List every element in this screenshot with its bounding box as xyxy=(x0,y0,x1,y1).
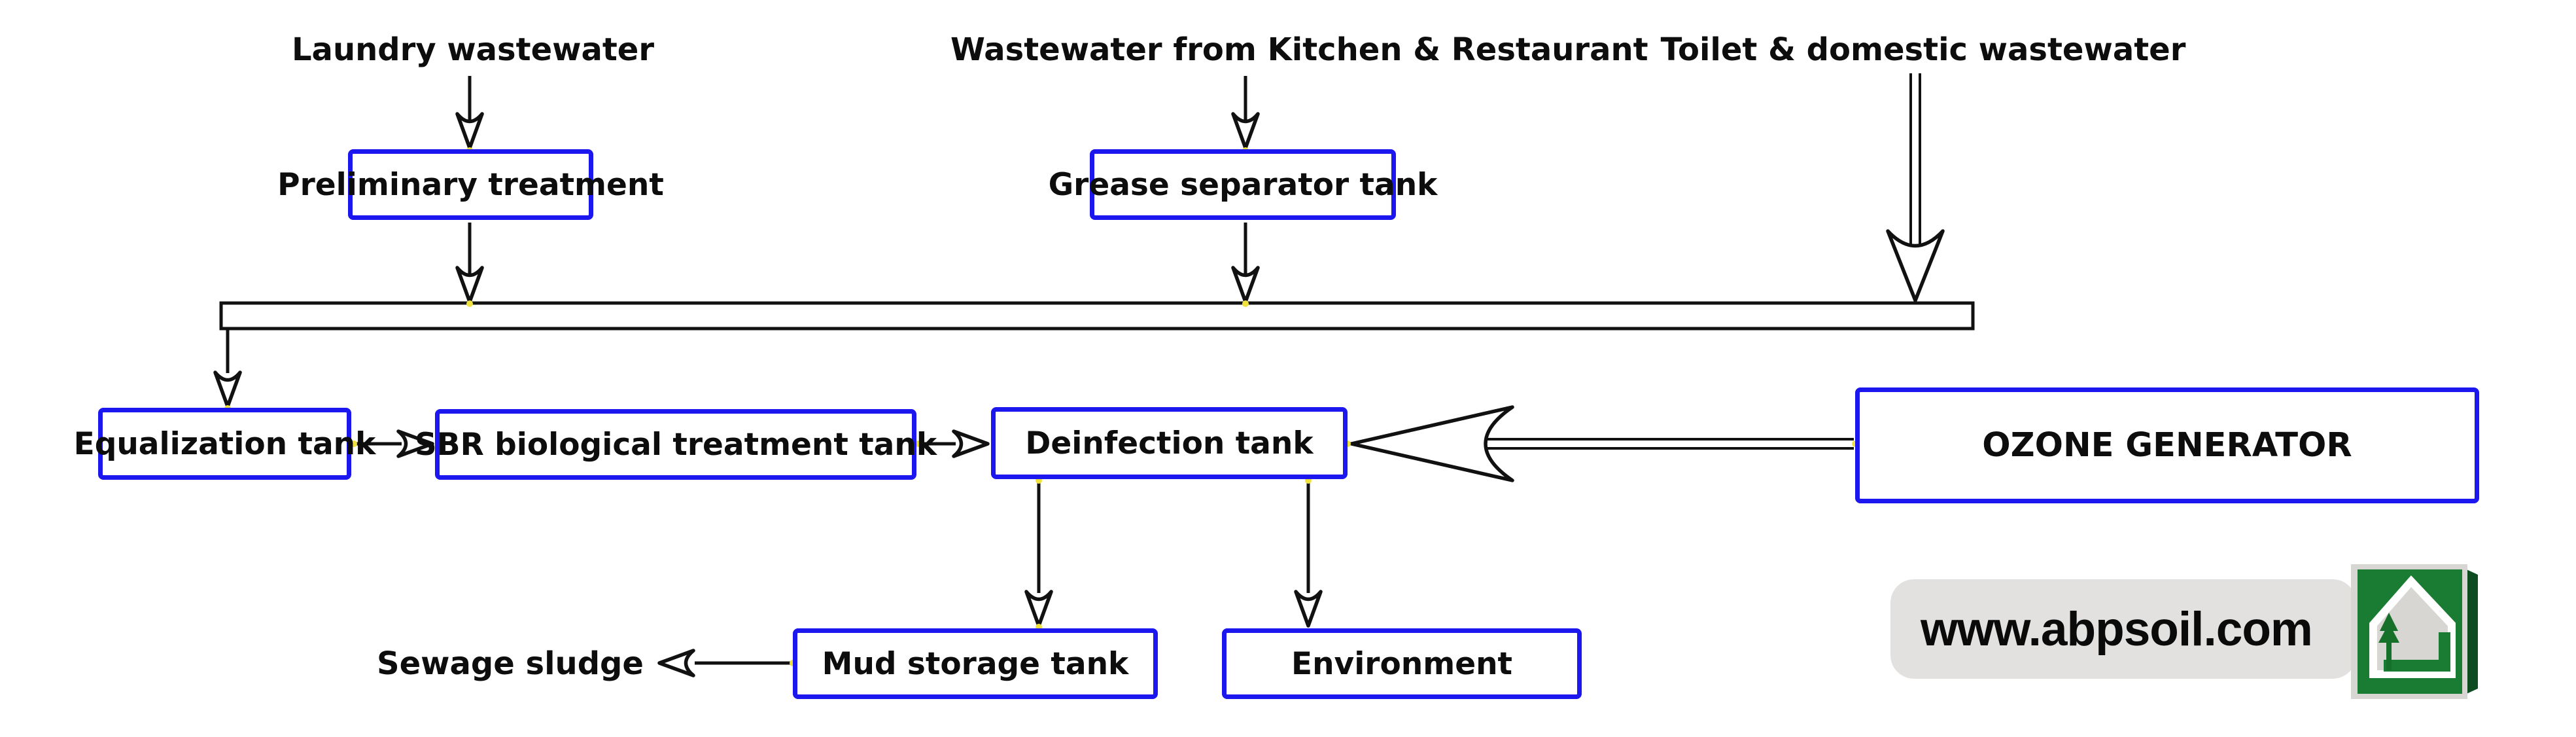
source-label-laundry: Laundry wastewater xyxy=(291,31,655,68)
source-label-toilet-domestic: Toilet & domestic wastewater xyxy=(1660,31,2186,68)
node-preliminary-treatment: Preliminary treatment xyxy=(277,149,664,220)
arrowhead-down-icon xyxy=(455,266,484,304)
arrowhead-down-icon xyxy=(213,370,242,408)
arrowhead-down-icon xyxy=(1231,266,1260,304)
arrow-ozone-to-deinfection xyxy=(1484,438,1854,450)
node-label: Preliminary treatment xyxy=(277,166,664,203)
arrowhead-down-icon xyxy=(1231,112,1260,150)
arrowhead-down-large-icon xyxy=(1886,229,1945,302)
node-grease-separator-tank: Grease separator tank xyxy=(1049,149,1437,220)
node-label: OZONE GENERATOR xyxy=(1982,426,2352,465)
node-label: Environment xyxy=(1291,645,1513,682)
node-label: SBR biological treatment tank xyxy=(414,426,937,463)
arrowhead-down-icon xyxy=(455,112,484,150)
arrow-toilet-to-pipe xyxy=(1909,73,1921,251)
arrowhead-left-large-icon xyxy=(1349,405,1514,482)
node-sbr-biological-treatment-tank: SBR biological treatment tank xyxy=(415,409,937,480)
watermark-url-pill: www.abpsoil.com xyxy=(1890,579,2356,679)
abpsoil-logo-icon xyxy=(2351,564,2478,699)
node-deinfection-tank: Deinfection tank xyxy=(991,407,1348,479)
node-mud-storage-tank: Mud storage tank xyxy=(793,628,1158,699)
node-ozone-generator: OZONE GENERATOR xyxy=(1855,387,2479,503)
watermark-url-text: www.abpsoil.com xyxy=(1921,602,2313,656)
node-environment: Environment xyxy=(1222,628,1582,699)
arrowhead-right-icon xyxy=(952,429,990,458)
node-equalization-tank: Equalization tank xyxy=(74,408,375,480)
pine-tree-icon xyxy=(2378,613,2399,670)
arrowhead-left-icon xyxy=(657,649,695,677)
node-label: Equalization tank xyxy=(73,425,376,462)
source-label-kitchen-restaurant: Wastewater from Kitchen & Restaurant xyxy=(950,31,1648,68)
arrowhead-right-icon xyxy=(396,429,434,458)
arrowhead-down-icon xyxy=(1294,590,1323,628)
arrowhead-down-icon xyxy=(1024,590,1053,628)
node-label: Grease separator tank xyxy=(1048,166,1438,203)
collector-pipe xyxy=(219,301,1975,331)
node-label: Mud storage tank xyxy=(822,645,1129,682)
node-label: Deinfection tank xyxy=(1025,425,1314,461)
output-label-sewage-sludge: Sewage sludge xyxy=(377,645,644,682)
